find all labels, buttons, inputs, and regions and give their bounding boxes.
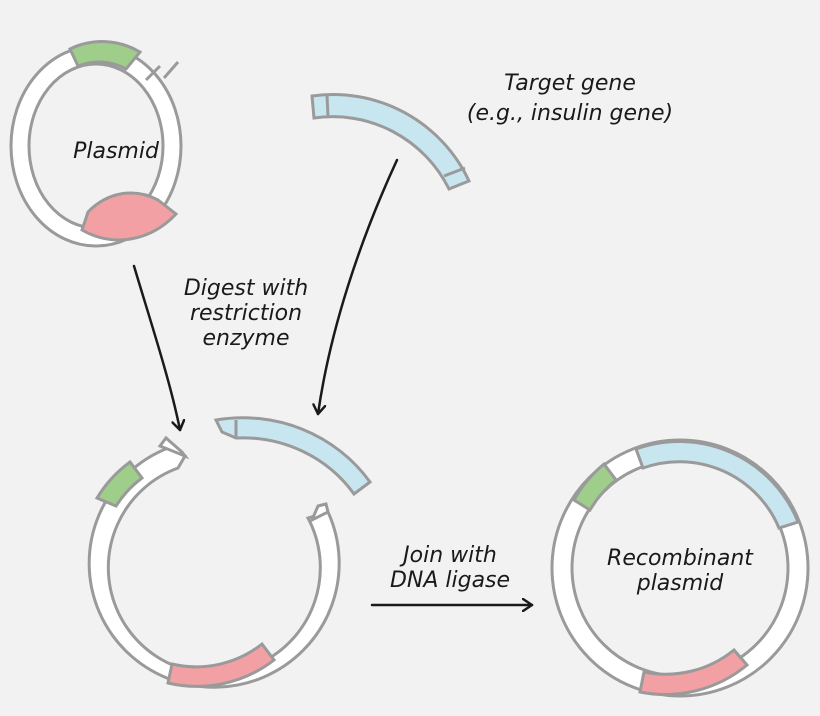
arrow-gene-to-digest [318,158,399,416]
target-gene-fragment [310,93,472,191]
join-label-line2: DNA ligase [390,568,510,593]
gene-fragment-near-plasmid [213,416,373,497]
target-gene-sticky-end [325,94,330,118]
gene-fragment-body [213,416,373,497]
join-label-line1: Join with [399,543,497,568]
recombinant-label-line1: Recombinant [607,546,754,571]
target-gene-example: (e.g., insulin gene) [467,101,673,126]
recombinant-gene-insert [634,440,800,530]
opened-plasmid-red-segment [166,641,277,688]
digest-label-line2: restriction [190,301,302,326]
target-gene-label: Target gene [504,71,636,96]
digest-label-line1: Digest with [184,276,308,301]
plasmid-label: Plasmid [73,139,160,164]
opened-plasmid-cut-right [309,502,330,524]
arrow-plasmid-to-digest [132,264,180,432]
plasmid-red-segment [80,191,179,242]
plasmid-green-segment [68,40,143,71]
recombinant-label-line2: plasmid [636,571,725,596]
restriction-site-mark [144,64,162,82]
recombinant-plasmid [550,438,810,698]
restriction-site-mark [162,61,180,79]
opened-plasmid [87,435,341,689]
recombinant-red-segment [638,647,750,697]
plasmid-ring [9,40,183,248]
opened-plasmid-cut-top [157,435,190,460]
opened-plasmid-green-segment [94,459,145,508]
opened-plasmid-body [87,446,341,689]
target-gene-sticky-end [443,166,466,178]
recombinant-green-segment [571,461,619,513]
digest-label-line3: enzyme [202,326,289,351]
